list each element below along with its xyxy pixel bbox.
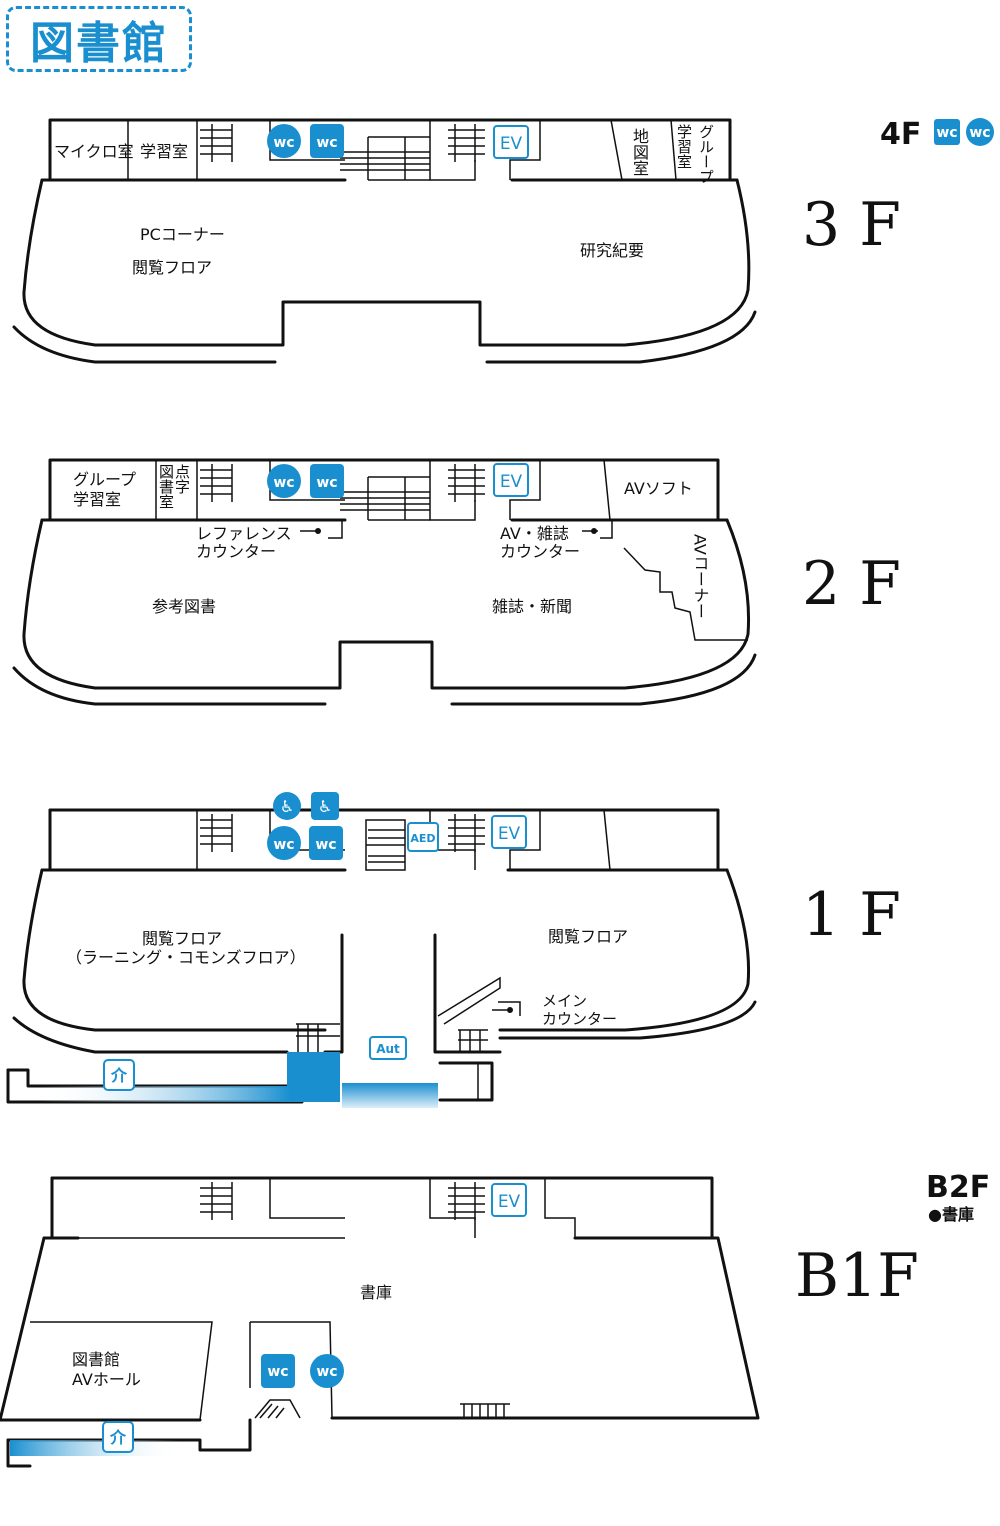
svg-text:wc: wc — [936, 125, 957, 141]
counter-ref-1: レファレンス — [196, 524, 292, 543]
area-reading-floor: 閲覧フロア — [132, 258, 212, 277]
area-av-corner: AVコーナー — [691, 534, 710, 619]
aut-icon: Aut — [369, 1036, 407, 1060]
room-map-1: 地 — [633, 127, 649, 146]
svg-text:wc: wc — [273, 135, 294, 151]
svg-text:wc: wc — [969, 125, 990, 141]
svg-text:EV: EV — [500, 134, 523, 154]
b2f-note: ●書庫 — [928, 1205, 974, 1224]
wc-icon: wc — [309, 826, 343, 860]
room-map-3: 室 — [633, 159, 649, 178]
svg-text:EV: EV — [498, 1192, 521, 1212]
floor-4f-label: 4F — [880, 117, 921, 152]
svg-text:♿: ♿ — [318, 797, 332, 816]
svg-text:EV: EV — [498, 824, 521, 844]
counter-av-1: AV・雑誌 — [500, 524, 569, 543]
svg-text:wc: wc — [316, 1364, 337, 1380]
room-map-2: 図 — [633, 143, 649, 162]
kaigo-icon: 介 — [102, 1421, 134, 1453]
svg-text:wc: wc — [316, 475, 337, 491]
ev-icon: EV — [491, 815, 527, 849]
floor-1f-label: 1 F — [802, 880, 901, 950]
ev-icon: EV — [491, 1183, 527, 1217]
wc-icon: wc — [261, 1354, 295, 1388]
page-title: 図書館 — [6, 6, 192, 72]
wheelchair-icon: ♿ — [273, 792, 301, 820]
counter-av-2: カウンター — [500, 542, 580, 561]
room-group-study-b: グループ — [697, 124, 715, 184]
room-av-hall-1: 図書館 — [72, 1350, 120, 1369]
svg-text:介: 介 — [109, 1428, 127, 1447]
floor-3f-plan — [12, 118, 757, 364]
entrance-approach — [342, 1083, 438, 1108]
svg-text:介: 介 — [110, 1066, 128, 1085]
ev-icon: EV — [493, 125, 529, 159]
b1-access-path — [10, 1440, 180, 1456]
ev-icon: EV — [493, 463, 529, 497]
floor-b1f-label: B1F — [795, 1241, 919, 1311]
svg-text:♿: ♿ — [280, 797, 294, 816]
wc-icon: wc — [966, 118, 994, 146]
area-pc-corner: PCコーナー — [140, 225, 225, 244]
room-tenji-b: 図書室 — [157, 464, 175, 509]
wc-icon: wc — [267, 124, 301, 158]
room-group-1: グループ — [73, 470, 136, 489]
room-micro: マイクロ室 — [54, 142, 134, 161]
counter-main-1: メイン — [542, 992, 587, 1010]
room-group-study-a: 学習室 — [675, 124, 693, 169]
wc-icon: wc — [267, 826, 301, 860]
svg-text:AED: AED — [410, 832, 435, 845]
aed-icon: AED — [407, 822, 439, 852]
access-path — [40, 1086, 290, 1102]
wheelchair-icon: ♿ — [311, 792, 339, 820]
svg-text:wc: wc — [315, 837, 336, 853]
counter-ref-2: カウンター — [196, 542, 276, 561]
room-av-hall-2: AVホール — [72, 1370, 141, 1389]
area-reading-right: 閲覧フロア — [548, 927, 628, 946]
kaigo-icon: 介 — [103, 1059, 135, 1091]
wc-icon: wc — [310, 464, 344, 498]
floor-b1f-plan — [0, 1176, 760, 1468]
entrance-ramp — [287, 1052, 340, 1102]
wc-icon: wc — [934, 119, 960, 145]
floor-2f-label: 2 F — [802, 549, 901, 619]
room-av-soft: AVソフト — [624, 479, 693, 498]
area-kenkyu-kiyo: 研究紀要 — [580, 241, 644, 260]
svg-text:wc: wc — [267, 1364, 288, 1380]
area-reference: 参考図書 — [152, 597, 216, 616]
svg-text:wc: wc — [273, 837, 294, 853]
svg-text:EV: EV — [500, 472, 523, 492]
svg-text:wc: wc — [316, 135, 337, 151]
wc-icon: wc — [310, 124, 344, 158]
area-magazine: 雑誌・新聞 — [492, 597, 572, 616]
floor-3f-label: 3 F — [802, 190, 901, 260]
counter-main-2: カウンター — [542, 1010, 617, 1028]
svg-text:Aut: Aut — [376, 1042, 400, 1056]
wc-icon: wc — [267, 464, 301, 498]
floor-2f-plan — [12, 458, 757, 706]
svg-text:wc: wc — [273, 475, 294, 491]
floor-b2f-label: B2F — [926, 1170, 990, 1205]
room-study: 学習室 — [140, 142, 188, 161]
room-tenji-a: 点字 — [173, 464, 191, 494]
room-group-2: 学習室 — [73, 490, 121, 509]
area-shoko: 書庫 — [360, 1283, 392, 1302]
area-reading-left-1: 閲覧フロア — [142, 929, 222, 948]
area-reading-left-2: （ラーニング・コモンズフロア） — [66, 948, 306, 967]
wc-icon: wc — [310, 1354, 344, 1388]
